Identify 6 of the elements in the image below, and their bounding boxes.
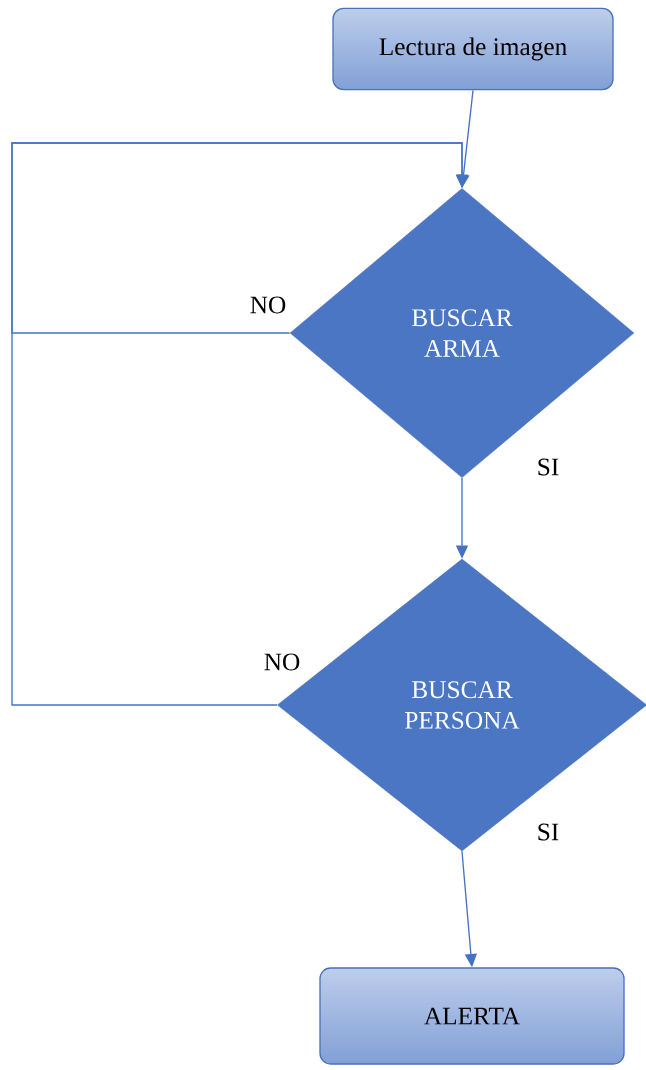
edge-label: SI xyxy=(535,822,561,842)
arrow xyxy=(11,142,469,706)
process-box: Lectura de imagen xyxy=(332,7,614,91)
edge-label: SI xyxy=(535,457,561,477)
process-box: ALERTA xyxy=(319,967,625,1065)
edge-label: NO xyxy=(248,295,288,315)
